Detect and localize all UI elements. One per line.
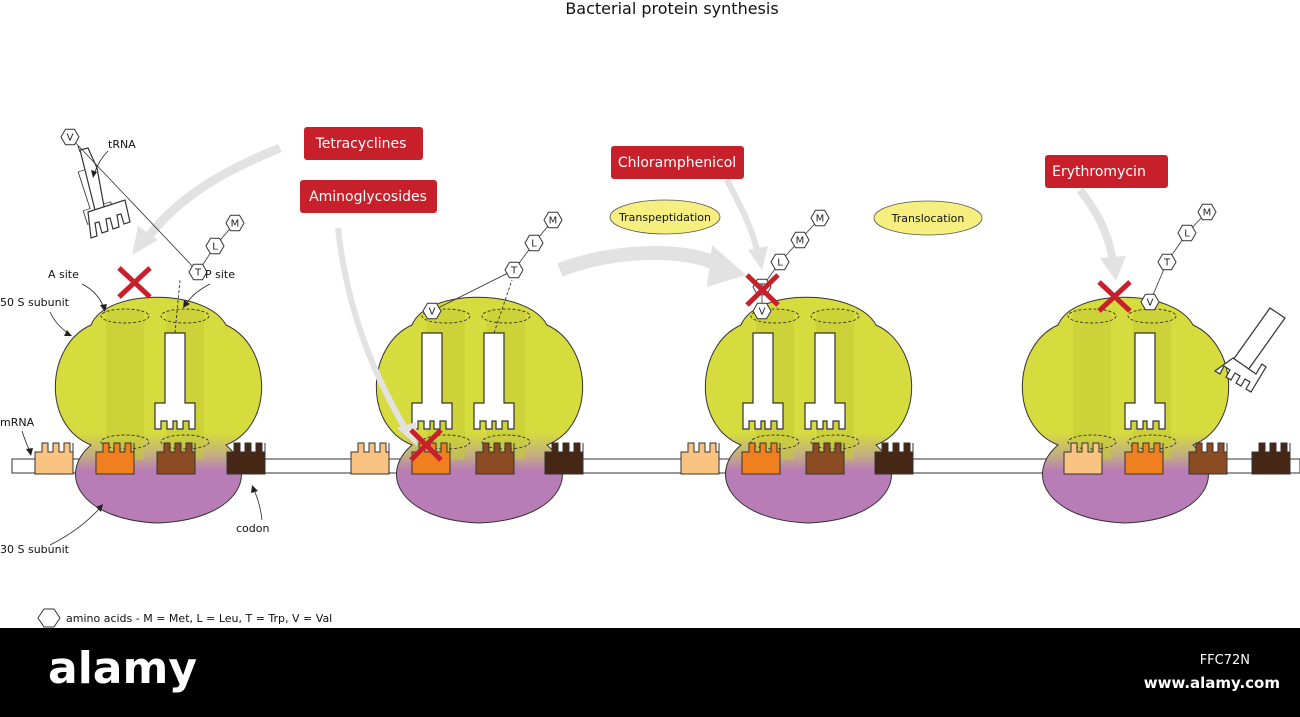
svg-text:Aminoglycosides: Aminoglycosides	[309, 189, 427, 205]
amino-acid-l	[524, 234, 544, 252]
amino-acid-v	[1140, 293, 1160, 311]
drug-erythromycin: Erythromycin	[1045, 155, 1168, 188]
amino-acid-label: M	[231, 219, 240, 230]
codon-light	[34, 442, 74, 475]
amino-acid-v	[60, 128, 80, 146]
inhibition-crosses	[117, 266, 1132, 462]
codon-dark	[1251, 442, 1291, 475]
arrow-erythromycin	[1076, 187, 1117, 263]
amino-acid-label: L	[1184, 229, 1190, 240]
ribosome-panel-4	[1021, 296, 1291, 524]
label-a-site: A site	[48, 268, 79, 281]
drug-aminoglycosides: Aminoglycosides	[300, 180, 437, 213]
amino-acid-label: V	[429, 307, 436, 318]
alamy-url: www.alamy.com	[1144, 674, 1280, 692]
amino-acid-m	[1197, 203, 1217, 221]
codon-dark	[226, 442, 266, 475]
codon-light	[350, 442, 390, 475]
amino-acid-l	[205, 237, 225, 255]
label-mrna: mRNA	[0, 416, 35, 429]
label-trna: tRNA	[108, 138, 136, 151]
amino-acid-l	[770, 253, 790, 271]
amino-acid-m	[225, 214, 245, 232]
amino-acid-t	[188, 263, 208, 281]
cross-erythromycin	[1097, 280, 1132, 313]
released-trna	[1232, 307, 1286, 371]
amino-acid-m	[810, 209, 830, 227]
svg-text:Chloramphenicol: Chloramphenicol	[618, 155, 736, 171]
diagram-title: Bacterial protein synthesis	[565, 0, 778, 18]
arrow-transpeptidation	[557, 246, 715, 277]
amino-acid-t	[504, 261, 524, 279]
codon-dark	[544, 442, 584, 475]
amino-acid-label: T	[1163, 258, 1171, 269]
svg-text:Transpeptidation: Transpeptidation	[618, 211, 711, 224]
step-transpeptidation: Transpeptidation	[609, 199, 721, 235]
amino-acid-label: M	[816, 214, 825, 225]
amino-acid-label: M	[796, 236, 805, 247]
amino-acid-chains: VTLMVTLMVTLMMVTLM	[60, 128, 1217, 320]
label-50s-subunit: 50 S subunit	[0, 296, 70, 309]
svg-text:Translocation: Translocation	[891, 212, 965, 225]
arrow-tetracyclines	[142, 143, 282, 243]
cross-aminoglycosides	[409, 428, 443, 462]
legend: amino acids - M = Met, L = Leu, T = Trp,…	[37, 608, 332, 628]
label-30s-subunit: 30 S subunit	[0, 543, 70, 556]
ribosome-panel-3	[680, 296, 914, 524]
amino-acid-label: V	[759, 307, 766, 318]
amino-acid-label: V	[1147, 298, 1154, 309]
step-translocation: Translocation	[873, 200, 983, 236]
amino-acid-v	[422, 302, 442, 320]
mrna-strand	[11, 458, 1300, 474]
legend-text: amino acids - M = Met, L = Leu, T = Trp,…	[66, 612, 332, 625]
ribosome-panel-2	[350, 279, 584, 524]
amino-acid-m	[543, 211, 563, 229]
labels: tRNA A site P site 50 S subunit mRNA 30 …	[0, 138, 269, 556]
amino-acid-label: T	[510, 266, 518, 277]
cross-tetracyclines	[117, 266, 152, 299]
image-id: FFC72N	[1200, 653, 1250, 668]
codon-dark	[874, 442, 914, 475]
amino-acid-label: T	[194, 268, 202, 279]
amino-acid-t	[1157, 253, 1177, 271]
cross-chloramphenicol	[745, 273, 780, 307]
amino-acid-label: L	[531, 239, 537, 250]
svg-text:Tetracyclines: Tetracyclines	[315, 136, 407, 152]
amino-acid-label: L	[212, 242, 218, 253]
amino-acid-l	[1177, 224, 1197, 242]
arrow-aminoglycosides	[335, 227, 409, 432]
amino-acid-label: L	[777, 258, 783, 269]
drug-tetracyclines: Tetracyclines	[304, 127, 423, 160]
codon-light	[680, 442, 720, 475]
ribosome-panel-1	[34, 145, 266, 524]
arrow-chloramphenicol	[724, 178, 760, 251]
hexagon-icon	[37, 608, 61, 628]
amino-acid-m	[790, 231, 810, 249]
amino-acid-label: M	[1203, 208, 1212, 219]
amino-acid-label: V	[67, 133, 74, 144]
drug-chloramphenicol: Chloramphenicol	[611, 146, 744, 179]
label-codon: codon	[236, 522, 269, 535]
watermark-footer: alamy FFC72N www.alamy.com	[0, 628, 1300, 717]
label-p-site: P site	[205, 268, 235, 281]
process-arrows	[132, 143, 1126, 446]
amino-acid-label: M	[549, 216, 558, 227]
svg-text:Erythromycin: Erythromycin	[1052, 164, 1146, 180]
amino-acid-v	[752, 302, 772, 320]
alamy-logo: alamy	[48, 643, 197, 694]
